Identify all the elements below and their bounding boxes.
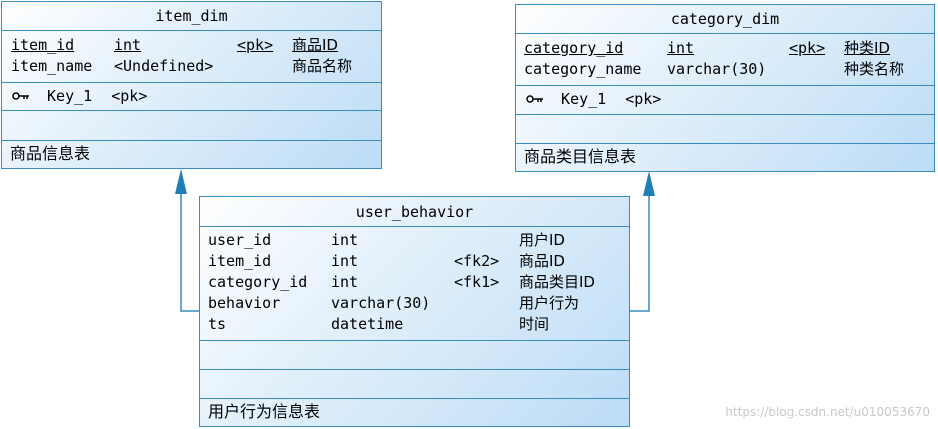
column-type: int (331, 273, 359, 291)
column-comment: 种类名称 (844, 60, 905, 78)
column-type: int (114, 36, 142, 54)
column-key: <pk> (237, 36, 274, 54)
key-label: Key_1 (47, 87, 93, 105)
entity-category-dim[interactable]: category_dim category_id int <pk> 种类ID c… (515, 4, 935, 172)
column-key: <fk1> (454, 273, 500, 291)
key-row: Key_1 <pk> (516, 89, 934, 110)
column-name: category_id (208, 273, 308, 291)
key-icon (526, 89, 544, 110)
column-comment: 商品ID (519, 252, 565, 270)
column-row: item_id int <fk2> 商品ID (200, 251, 629, 272)
column-row: item_id int <pk> 商品ID (2, 35, 381, 56)
description-section: 商品类目信息表 (516, 144, 934, 171)
column-comment: 商品类目ID (519, 273, 595, 291)
column-row: ts datetime 时间 (200, 314, 629, 335)
column-row: user_id int 用户ID (200, 230, 629, 251)
column-comment: 用户行为 (519, 294, 580, 312)
key-label: Key_1 (561, 90, 607, 108)
entity-item-dim[interactable]: item_dim item_id int <pk> 商品ID item_name… (1, 1, 382, 169)
entity-title: user_behavior (200, 197, 629, 227)
column-row: behavior varchar(30) 用户行为 (200, 293, 629, 314)
key-tag: <pk> (625, 90, 662, 108)
entity-description: 商品信息表 (10, 144, 91, 163)
fk-item-line (180, 174, 199, 312)
column-comment: 时间 (519, 315, 550, 333)
column-type: varchar(30) (331, 294, 431, 312)
column-comment: 商品ID (292, 36, 338, 54)
keys-section: Key_1 <pk> (2, 83, 381, 111)
columns-section: category_id int <pk> 种类ID category_name … (516, 34, 934, 86)
column-type: <Undefined> (114, 57, 214, 75)
entity-description: 商品类目信息表 (524, 147, 637, 166)
column-type: int (331, 252, 359, 270)
column-type: int (667, 39, 695, 57)
column-row: category_id int <fk1> 商品类目ID (200, 272, 629, 293)
keys-section (200, 341, 629, 370)
column-row: category_id int <pk> 种类ID (516, 38, 934, 59)
entity-title: category_dim (516, 5, 934, 34)
column-type: int (331, 231, 359, 249)
column-name: item_name (11, 57, 93, 75)
entity-title: item_dim (2, 2, 381, 31)
fk-category-arrow (643, 171, 655, 196)
column-name: behavior (208, 294, 281, 312)
watermark: https://blog.csdn.net/u010053670 (725, 405, 930, 419)
column-name: category_name (524, 60, 642, 78)
column-row: item_name <Undefined> 商品名称 (2, 56, 381, 77)
column-comment: 商品名称 (292, 57, 353, 75)
columns-section: user_id int 用户ID item_id int <fk2> 商品ID … (200, 227, 629, 341)
key-row: Key_1 <pk> (2, 86, 381, 107)
column-name: ts (208, 315, 227, 333)
methods-section (2, 111, 381, 141)
column-name: user_id (208, 231, 272, 249)
entity-description: 用户行为信息表 (208, 402, 321, 421)
key-icon (12, 86, 30, 107)
entity-user-behavior[interactable]: user_behavior user_id int 用户ID item_id i… (199, 196, 630, 427)
description-section: 商品信息表 (2, 141, 381, 168)
column-key: <pk> (789, 39, 826, 57)
keys-section: Key_1 <pk> (516, 86, 934, 115)
column-comment: 种类ID (844, 39, 890, 57)
column-key: <fk2> (454, 252, 500, 270)
column-type: varchar(30) (667, 60, 767, 78)
column-comment: 用户ID (519, 231, 565, 249)
fk-category-line (630, 176, 650, 312)
column-name: item_id (208, 252, 272, 270)
column-name: item_id (11, 36, 75, 54)
key-tag: <pk> (111, 87, 148, 105)
column-type: datetime (331, 315, 404, 333)
column-row: category_name varchar(30) 种类名称 (516, 59, 934, 80)
methods-section (200, 370, 629, 399)
methods-section (516, 115, 934, 144)
fk-item-arrow (175, 169, 187, 194)
description-section: 用户行为信息表 (200, 399, 629, 426)
column-name: category_id (524, 39, 624, 57)
columns-section: item_id int <pk> 商品ID item_name <Undefin… (2, 31, 381, 83)
